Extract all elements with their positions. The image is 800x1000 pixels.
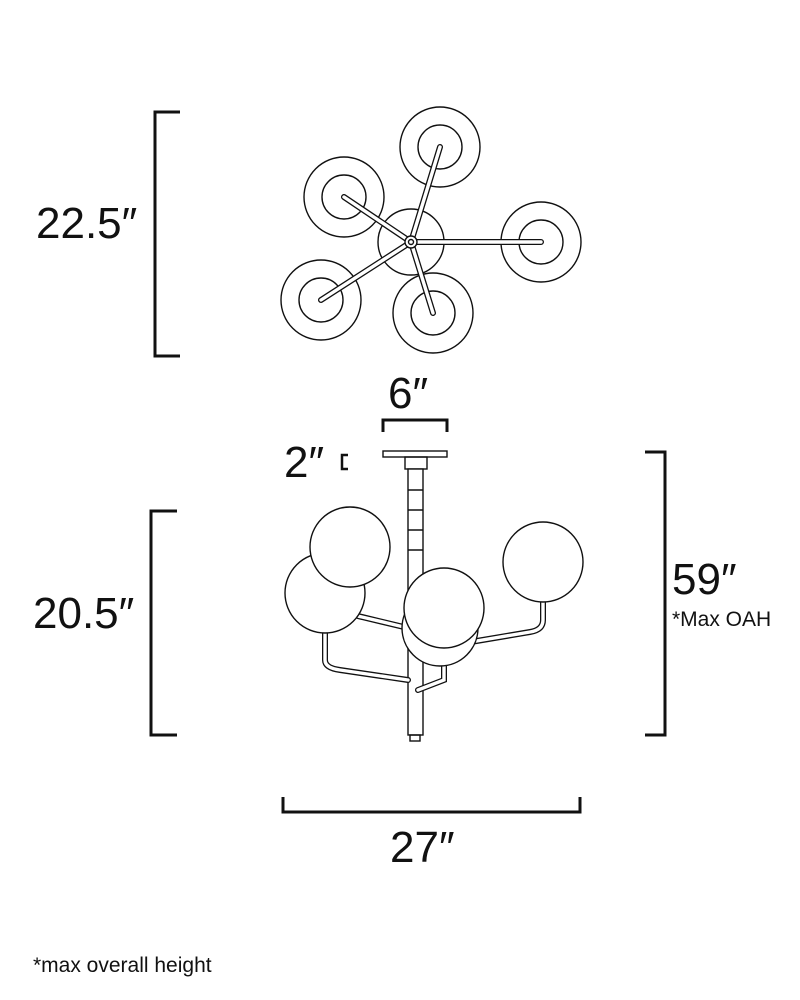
side-view-chandelier [284,450,584,742]
globes [284,506,584,667]
top-view-chandelier [280,106,582,354]
label-max-oah-note: *Max OAH [672,608,772,631]
bracket-fixture-height [149,509,177,737]
label-fixture-height: 20.5″ [33,589,135,638]
top-view-arms-inner [319,145,543,315]
top-view-hub [404,235,418,249]
label-top-view-height: 22.5″ [36,199,138,248]
label-max-overall-height: 59″ [672,555,737,604]
label-fixture-width: 27″ [390,823,455,872]
label-canopy-height: 2″ [284,438,325,487]
dimension-brackets [149,110,667,814]
label-canopy-width: 6″ [388,369,429,418]
bracket-canopy-width [381,418,449,432]
canopy-plate [382,450,448,458]
bracket-fixture-width [281,797,582,814]
bracket-top-view-height [153,110,180,358]
bracket-max-height [645,450,667,737]
bracket-canopy-height [340,453,348,471]
top-view-shades [280,106,582,354]
footnote: *max overall height [33,954,212,977]
